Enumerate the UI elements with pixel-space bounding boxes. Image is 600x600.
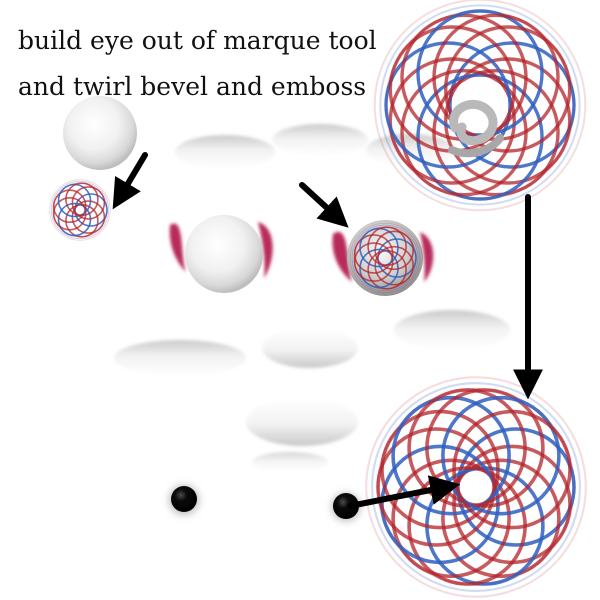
upper-lid-middle xyxy=(272,124,368,156)
eye-right xyxy=(332,220,433,296)
pupil-left xyxy=(171,486,197,512)
twirl-small xyxy=(50,180,110,240)
upper-lid-left xyxy=(175,135,275,169)
twirl-large-bottom xyxy=(366,377,586,597)
lid-lower-center xyxy=(246,398,358,446)
lid-lower-small xyxy=(252,452,328,472)
lid-left-lower xyxy=(114,340,246,376)
lid-right-mid xyxy=(394,310,510,350)
eye-left xyxy=(170,215,273,293)
arrow-icon-to-right-eye xyxy=(302,185,338,218)
twirl-ring xyxy=(366,377,586,597)
lid-center xyxy=(262,328,358,368)
eyeball-left xyxy=(185,215,263,293)
sphere-plain xyxy=(63,96,137,170)
eyelid-accent-left-outer xyxy=(170,224,186,272)
